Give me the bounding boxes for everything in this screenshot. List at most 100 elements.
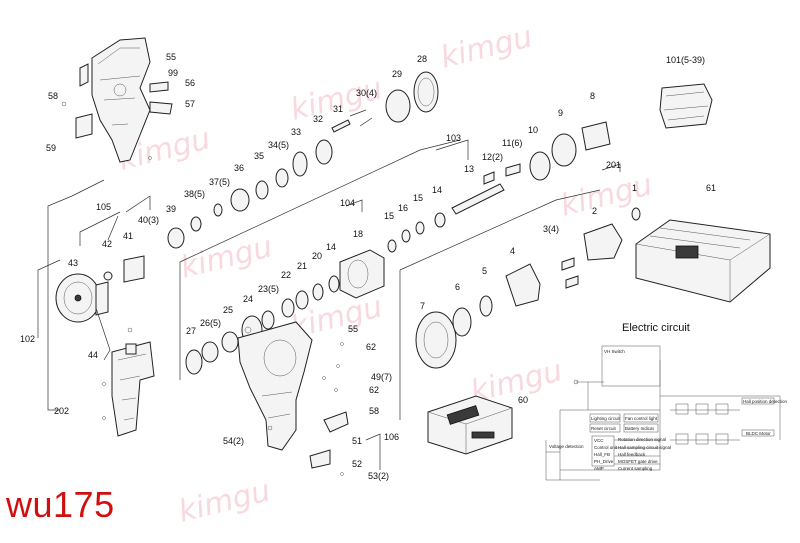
part-number-label: 8 (590, 91, 596, 101)
part-number-label: 33 (291, 127, 302, 137)
part-number-label: 26(5) (200, 318, 222, 328)
switch-assembly (102, 327, 155, 437)
part-number-label: 42 (102, 239, 113, 249)
part-number-label: 53(2) (368, 471, 390, 481)
circuit-title: Electric circuit (622, 322, 690, 334)
circuit-text: Hall_FB (594, 452, 611, 457)
part-number-label: 11(6) (502, 138, 523, 148)
circuit-text: PH_Drive (594, 459, 614, 464)
circuit-text: Lighting circuit (591, 416, 620, 421)
part-number-label: 27 (186, 326, 197, 336)
part-number-label: 58 (369, 406, 380, 416)
part-number-label: 54(2) (223, 436, 245, 446)
part-number-label: 101(5-39) (666, 55, 706, 65)
hammer-assembly (399, 163, 641, 420)
part-number-label: 29 (392, 69, 403, 79)
circuit-text: Battery Indicat (625, 426, 654, 431)
circuit-text: Fan control light (625, 416, 658, 421)
part-number-label: 15 (413, 193, 424, 203)
part-number-label: 60 (518, 395, 529, 405)
part-number-label: 13 (464, 164, 475, 174)
part-number-label: 9 (558, 108, 564, 118)
part-number-label: 12(2) (482, 152, 504, 162)
part-number-label: 57 (185, 99, 196, 109)
circuit-text: Voltage detection (549, 444, 584, 449)
model-label: wu175 (6, 484, 115, 525)
part-number-label: 102 (20, 334, 36, 344)
part-number-label: 55 (166, 52, 177, 62)
part-number-label: 3(4) (543, 224, 560, 234)
part-number-label: 62 (369, 385, 380, 395)
part-number-label: 61 (706, 183, 717, 193)
part-number-label: 24 (243, 294, 254, 304)
part-number-label: 104 (340, 198, 356, 208)
spindle-assembly (387, 121, 611, 253)
circuit-text: Control unit (594, 445, 618, 450)
part-number-label: 38(5) (184, 189, 206, 199)
part-number-label: 10 (528, 125, 539, 135)
circuit-text: Reset circuit (591, 426, 616, 431)
front-module (659, 83, 713, 129)
circuit-text: AMP (594, 466, 604, 471)
part-number-label: 201 (606, 160, 622, 170)
part-number-label: 44 (88, 350, 99, 360)
part-number-label: 52 (352, 459, 363, 469)
part-number-label: 51 (352, 436, 363, 446)
part-number-label: 22 (281, 270, 292, 280)
part-number-label: 6 (455, 282, 461, 292)
circuit-diagram (545, 345, 781, 481)
circuit-text: Hall feedback (618, 452, 646, 457)
motor-assembly-left (55, 229, 185, 361)
part-number-label: 5 (482, 266, 488, 276)
part-number-label: 43 (68, 258, 79, 268)
part-number-label: 32 (313, 114, 324, 124)
part-number-label: 28 (417, 54, 428, 64)
circuit-text: BLDC Motor (746, 431, 771, 436)
part-number-label: 56 (185, 78, 196, 88)
part-number-label: 31 (333, 104, 344, 114)
part-number-label: 2 (592, 206, 598, 216)
gear-housing (185, 199, 385, 375)
charger (635, 219, 771, 303)
part-number-label: 34(5) (268, 140, 290, 150)
part-number-label: 202 (54, 406, 70, 416)
part-number-label: 58 (48, 91, 59, 101)
part-number-label: 103 (446, 133, 462, 143)
part-number-label: 16 (398, 203, 409, 213)
part-number-label: 39 (166, 204, 177, 214)
battery-pack (427, 395, 513, 455)
circuit-text: VH Switch (604, 349, 625, 354)
gearbox-parts-upper (167, 71, 439, 249)
part-number-label: 18 (353, 229, 364, 239)
part-number-label: 99 (168, 68, 179, 78)
part-number-label: 14 (432, 185, 443, 195)
part-number-label: 4 (510, 246, 516, 256)
part-number-label: 40(3) (138, 215, 160, 225)
part-number-label: 21 (297, 261, 308, 271)
circuit-text: Hall position detection (743, 399, 788, 404)
part-number-label: 106 (384, 432, 400, 442)
part-number-label: 41 (123, 231, 134, 241)
part-number-label: 15 (384, 211, 395, 221)
part-number-label: 49(7) (371, 372, 393, 382)
part-number-label: 62 (366, 342, 377, 352)
part-number-label: 25 (223, 305, 234, 315)
part-number-label: 36 (234, 163, 245, 173)
part-number-label: 7 (420, 301, 426, 311)
part-number-label: 37(5) (209, 177, 231, 187)
circuit-text: Rotation direction signal (618, 437, 667, 442)
housing-half-top (61, 37, 173, 163)
part-number-label: 59 (46, 143, 57, 153)
housing-half-bottom (237, 321, 381, 476)
circuit-text: MOSFET gate drive (618, 459, 658, 464)
part-number-label: 20 (312, 251, 323, 261)
part-number-label: 35 (254, 151, 265, 161)
part-number-label: 1 (632, 183, 638, 193)
circuit-text: Current sampling (618, 466, 653, 471)
part-number-label: 105 (96, 202, 112, 212)
part-number-label: 14 (326, 242, 337, 252)
part-number-label: 30(4) (356, 88, 378, 98)
part-number-label: 55 (348, 324, 359, 334)
